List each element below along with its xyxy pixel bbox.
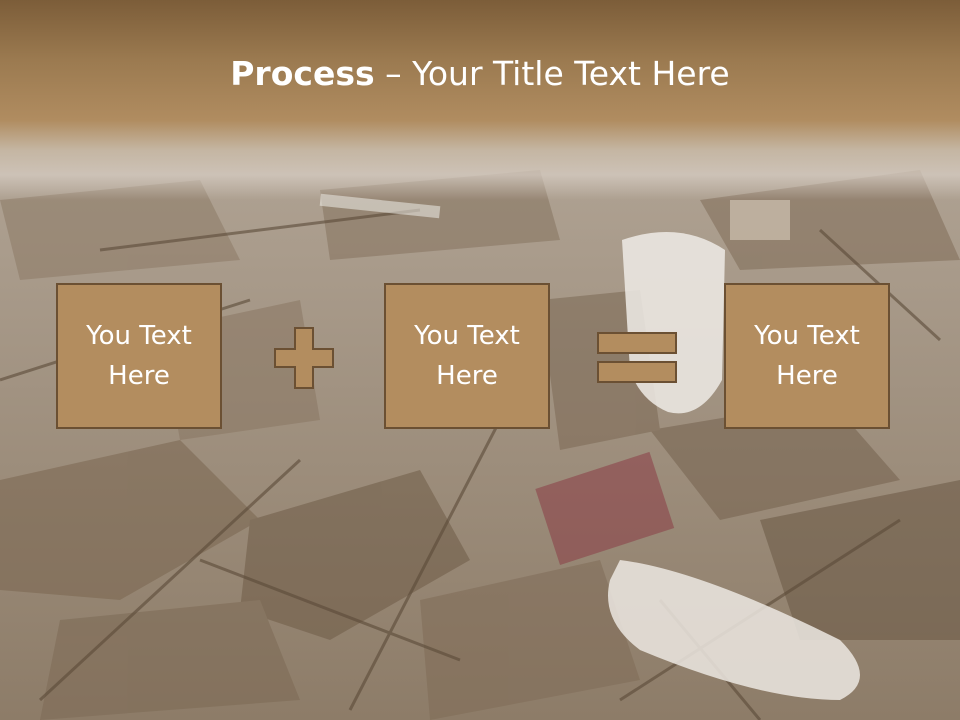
slide-title: Process – Your Title Text Here (0, 52, 960, 96)
text-box-2[interactable]: You Text Here (384, 283, 550, 429)
text-box-3[interactable]: You Text Here (724, 283, 890, 429)
text-box-2-label: You Text Here (414, 321, 520, 391)
header-band (0, 0, 960, 200)
text-box-1[interactable]: You Text Here (56, 283, 222, 429)
title-rest: Your Title Text Here (412, 54, 730, 93)
plus-icon (274, 327, 334, 389)
title-bold: Process (230, 54, 375, 93)
title-dash: – (374, 54, 413, 93)
text-box-1-label: You Text Here (86, 321, 192, 391)
text-box-3-label: You Text Here (754, 321, 860, 391)
equals-icon (597, 332, 677, 384)
